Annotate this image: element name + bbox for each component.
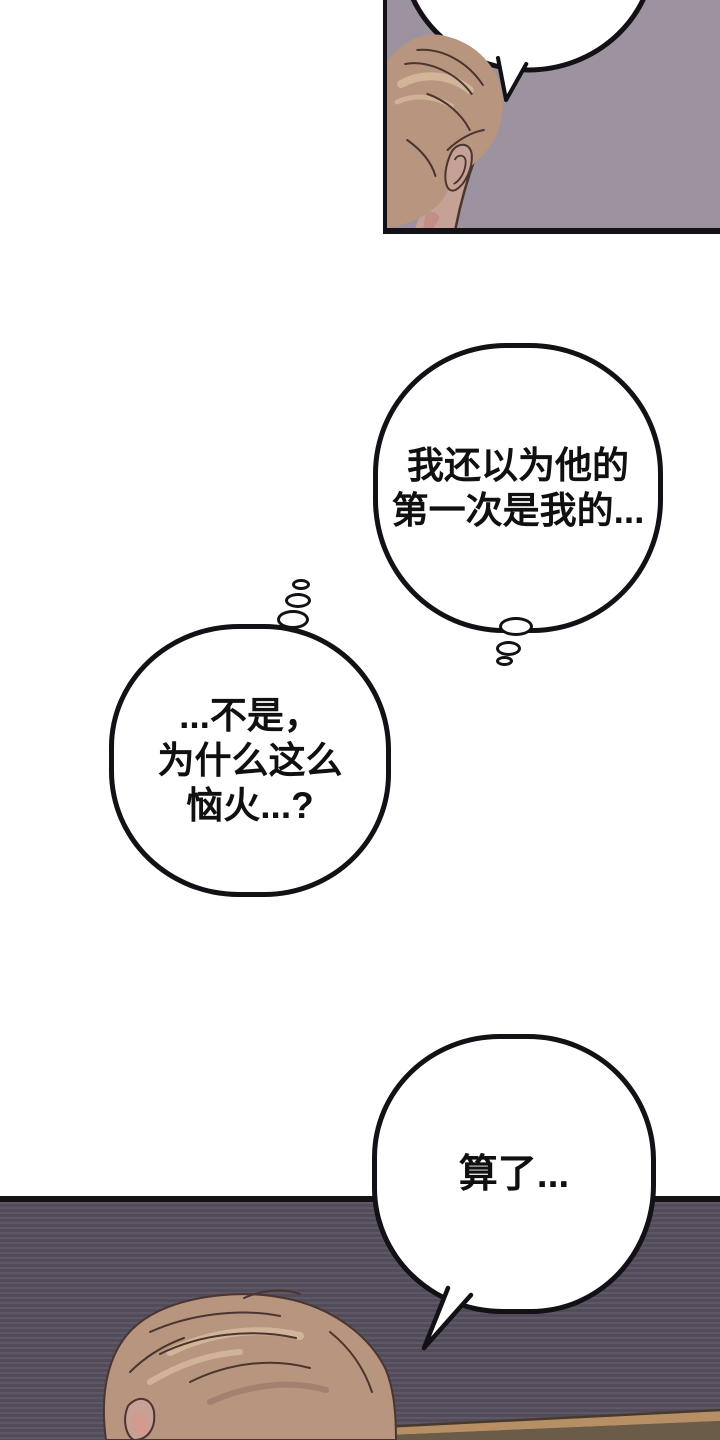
hair-strand-lines: [129, 1289, 373, 1393]
character-bottom: [102, 1289, 398, 1440]
thought-1-line-2: 第一次是我的...: [391, 490, 645, 531]
thought-1-line-1: 我还以为他的: [407, 445, 629, 486]
thought-trail-dot: [292, 579, 310, 590]
thought-2-line-3: 恼火...?: [186, 785, 314, 826]
thought-bubble-2-text: ...不是， 为什么这么 恼火...?: [158, 693, 343, 828]
hair-highlight: [147, 1349, 243, 1385]
hair-highlight: [166, 1327, 304, 1356]
character-hair: [102, 1293, 398, 1440]
thought-trail-dot: [285, 593, 311, 608]
thought-trail-dot: [496, 656, 513, 666]
speech-bubble-bottom-text: 算了...: [458, 1152, 570, 1196]
thought-trail-dot: [277, 610, 309, 629]
character-top: [387, 34, 503, 228]
speech-tail-shape: [421, 1285, 474, 1351]
thought-bubble-1: 我还以为他的 第一次是我的...: [373, 343, 663, 633]
hair-strand-lines: [404, 48, 485, 177]
speech-bubble-tail: [495, 56, 529, 102]
character-ear: [444, 143, 473, 192]
thought-trail-dot: [496, 641, 521, 656]
thought-bubble-1-text: 我还以为他的 第一次是我的...: [392, 443, 645, 533]
ear-inner-line: [453, 154, 467, 185]
speech-bubble-bottom: 算了...: [372, 1034, 656, 1314]
panel-bottom: [0, 1196, 720, 1440]
thought-2-line-2: 为什么这么: [157, 740, 343, 781]
thought-bubble-2: ...不是， 为什么这么 恼火...?: [109, 624, 391, 897]
character-hair: [387, 34, 503, 228]
speech-bubble-bottom-tail: [421, 1285, 474, 1351]
panel-top: [383, 0, 720, 234]
panel-bottom-art: [102, 1289, 720, 1440]
hair-shadow-streak: [207, 1381, 329, 1405]
ear-inner: [131, 1412, 149, 1436]
panel-top-art: [387, 0, 646, 228]
thought-trail-dot: [499, 617, 533, 636]
thought-2-line-1: ...不是，: [179, 695, 321, 736]
neck-shadow: [423, 211, 440, 228]
